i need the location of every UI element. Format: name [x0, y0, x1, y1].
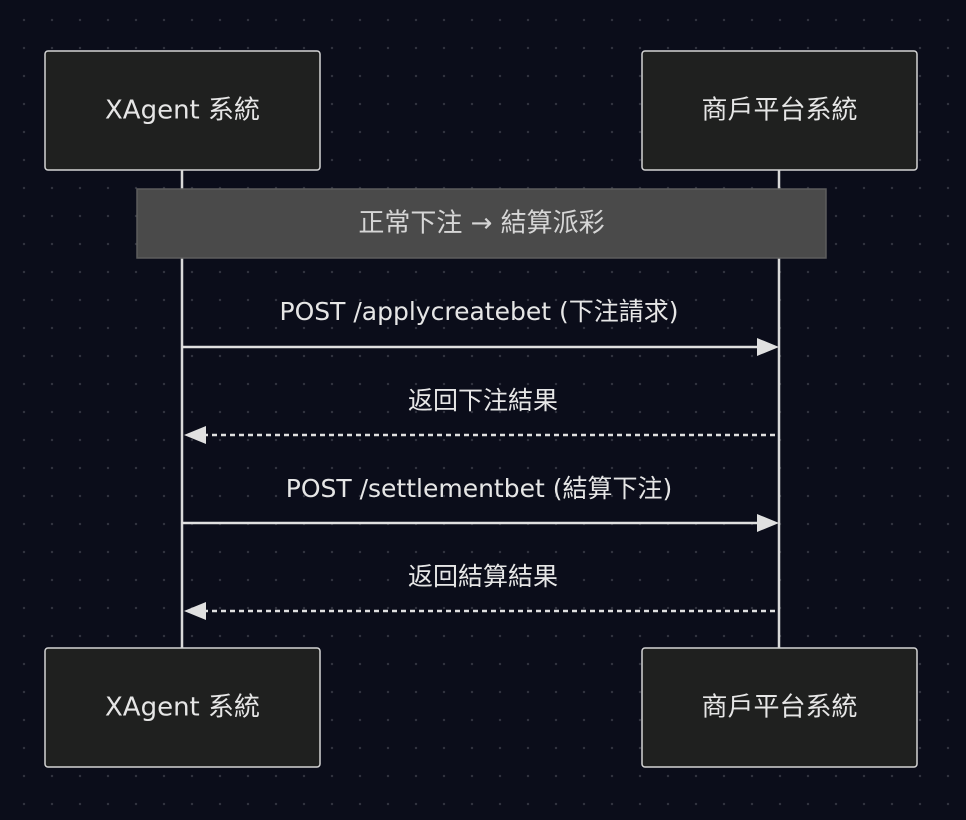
actor-label: 商戶平台系統 [701, 96, 857, 126]
actor-box [641, 50, 918, 171]
actor-bottom-merchant[interactable]: 商戶平台系統 [641, 647, 918, 768]
note-box [136, 188, 827, 259]
message-applycreatebet[interactable]: POST /applycreatebet (下注請求) [182, 297, 779, 356]
note-label: 正常下注 → 結算派彩 [358, 209, 604, 239]
message-label: POST /applycreatebet (下注請求) [280, 297, 679, 326]
message-return-settlement-result[interactable]: 返回結算結果 [184, 562, 779, 620]
arrowhead-left-icon [184, 426, 206, 444]
actor-box [44, 647, 321, 768]
message-return-bet-result[interactable]: 返回下注結果 [184, 386, 779, 444]
actor-label: XAgent 系統 [105, 693, 260, 723]
message-settlementbet[interactable]: POST /settlementbet (結算下注) [182, 474, 779, 532]
message-label: 返回結算結果 [408, 562, 558, 591]
actor-bottom-xagent[interactable]: XAgent 系統 [44, 647, 321, 768]
actor-top-xagent[interactable]: XAgent 系統 [44, 50, 321, 171]
arrowhead-left-icon [184, 602, 206, 620]
arrowhead-right-icon [757, 514, 779, 532]
message-label: 返回下注結果 [408, 386, 558, 415]
arrowhead-right-icon [757, 338, 779, 356]
message-label: POST /settlementbet (結算下注) [286, 474, 673, 503]
actor-label: XAgent 系統 [105, 96, 260, 126]
actor-top-merchant[interactable]: 商戶平台系統 [641, 50, 918, 171]
actor-box [641, 647, 918, 768]
note[interactable]: 正常下注 → 結算派彩 [136, 188, 827, 259]
actor-label: 商戶平台系統 [701, 693, 857, 723]
actor-box [44, 50, 321, 171]
